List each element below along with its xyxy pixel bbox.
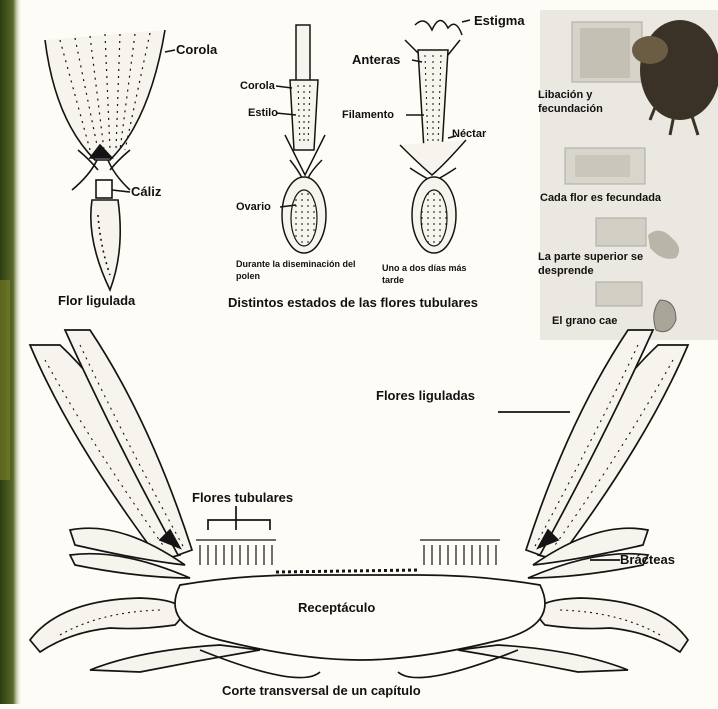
photo-sequence xyxy=(540,10,718,340)
label-estilo: Estilo xyxy=(248,107,278,119)
ligulate-flower xyxy=(45,30,175,290)
label-estigma: Estigma xyxy=(474,13,525,28)
label-parte-superior: La parte superior se desprende xyxy=(538,250,678,278)
label-caliz: Cáliz xyxy=(131,184,161,199)
label-receptaculo: Receptáculo xyxy=(298,600,375,615)
label-libacion: Libación y fecundación xyxy=(538,88,628,116)
label-anteras: Anteras xyxy=(352,52,400,67)
label-bracteas: Brácteas xyxy=(620,552,675,567)
label-corola-ligulate: Corola xyxy=(176,42,217,57)
label-flores-tubulares: Flores tubulares xyxy=(192,490,293,505)
label-stage-early: Durante la diseminación del polen xyxy=(236,258,376,282)
capitulum-section xyxy=(30,330,688,678)
tubular-flower-early xyxy=(276,25,326,253)
label-corola-tubular: Corola xyxy=(240,80,275,92)
label-nectar: Néctar xyxy=(452,128,486,140)
label-flores-liguladas: Flores liguladas xyxy=(376,388,475,403)
caption-tubular-states: Distintos estados de las flores tubulare… xyxy=(228,295,478,310)
caption-corte-transversal: Corte transversal de un capítulo xyxy=(222,683,421,698)
label-filamento: Filamento xyxy=(342,109,394,121)
label-cada-flor: Cada flor es fecundada xyxy=(540,192,661,204)
label-stage-later: Uno a dos días más tarde xyxy=(382,262,482,286)
label-grano-cae: El grano cae xyxy=(552,315,617,327)
bee-image xyxy=(640,20,718,120)
label-ovario: Ovario xyxy=(236,201,271,213)
caption-flor-ligulada: Flor ligulada xyxy=(58,293,135,308)
